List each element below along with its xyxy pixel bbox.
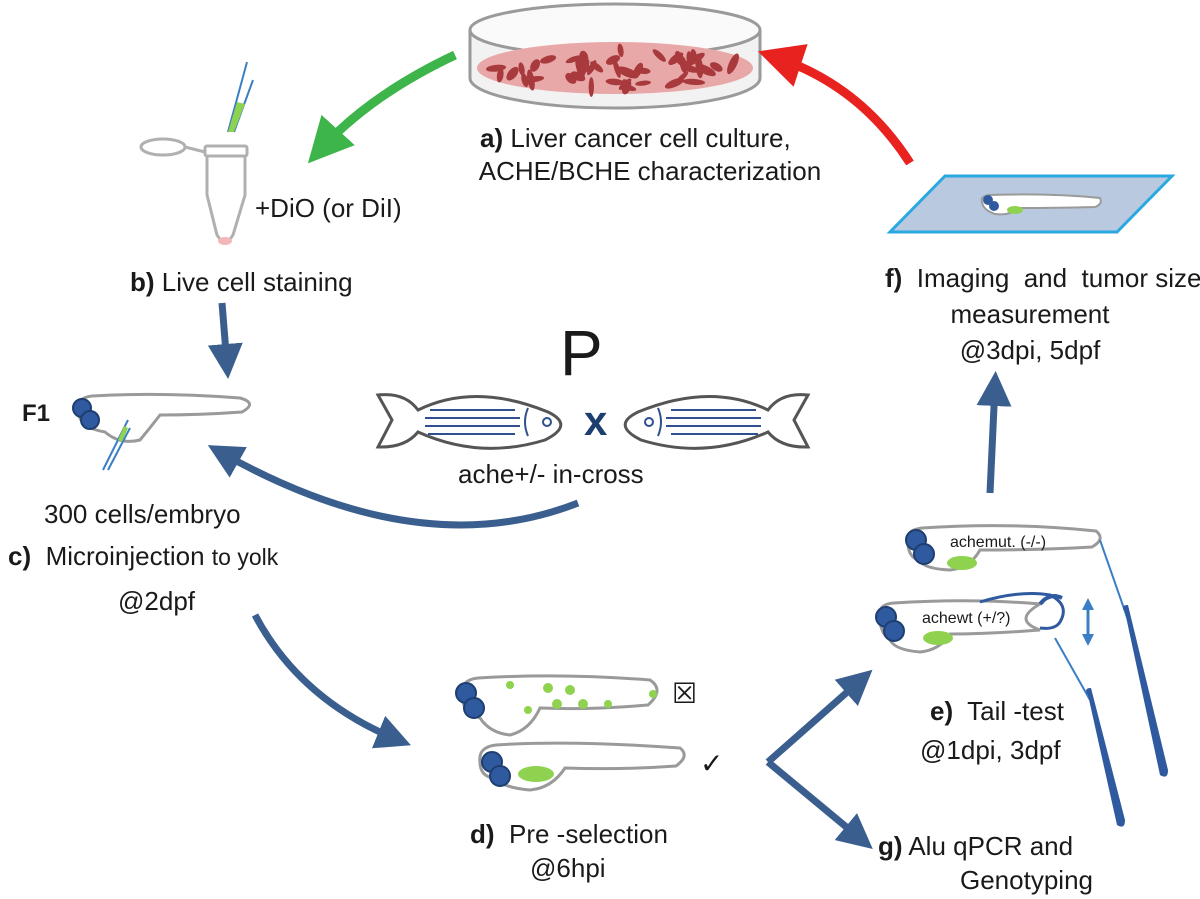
pipette-icon [227, 61, 254, 133]
cancer-cell [587, 60, 597, 76]
cancer-cell [496, 68, 504, 83]
f1-label: F1 [22, 400, 51, 427]
step-c-line1b: to yolk [211, 544, 279, 570]
embryo-rejected-icon [455, 674, 659, 737]
step-b-letter: b) [130, 267, 155, 297]
cancer-cell [526, 69, 535, 91]
reject-mark: ☒ [672, 678, 698, 709]
step-a-line2: ACHE/BCHE characterization [478, 156, 822, 186]
embryo-accepted-icon [478, 741, 686, 792]
cancer-cell [540, 55, 557, 64]
step-a-label: a) Liver cancer cell culture, [480, 122, 791, 154]
cancer-cell [635, 80, 651, 86]
cancer-cell [675, 71, 689, 84]
cancer-cell [565, 55, 582, 64]
step-d-line1: Pre -selection [509, 819, 668, 849]
step-c-line2: @2dpf [118, 586, 195, 616]
arrow-d-to-e [765, 669, 873, 765]
cancer-cell [506, 66, 519, 81]
cancer-cell [695, 63, 716, 77]
arrow-d-to-g [765, 759, 873, 849]
cancer-cell [710, 62, 723, 72]
step-f-label: f) Imaging and tumor size [885, 262, 1200, 294]
cancer-cell [652, 49, 666, 62]
probe-needle-icon-2 [1054, 637, 1125, 827]
step-g-label: g) Alu qPCR and [878, 830, 1073, 862]
step-g-line1: Alu qPCR and [908, 831, 1074, 861]
step-a-line1: Liver cancer cell culture, [510, 123, 791, 153]
wildtype-label: achewt (+/?) [922, 610, 1011, 627]
embryo-wildtype-icon [875, 592, 1065, 654]
mutant-label: achemut. (-/-) [950, 534, 1047, 551]
step-e-line2: @1dpi, 3dpf [920, 735, 1061, 765]
f1-embryo-icon [72, 392, 251, 471]
probe-needle-icon [1099, 539, 1168, 777]
step-d-line2: @6hpi [530, 853, 606, 883]
arrow-p-to-f1 [207, 445, 580, 529]
stain-label: +DiO (or DiI) [255, 193, 402, 223]
accept-mark: ✓ [700, 748, 724, 779]
step-g-letter: g) [878, 831, 903, 861]
cancer-cell [576, 59, 590, 81]
petri-dish-icon [468, 2, 762, 110]
step-g-line2: Genotyping [960, 865, 1093, 895]
embryo-mutant-icon [905, 524, 1102, 572]
step-d-letter: d) [470, 819, 495, 849]
arrow-c-to-d [251, 613, 411, 749]
step-b-label: b) Live cell staining [130, 266, 353, 298]
step-c-line1: Microinjection [45, 541, 205, 571]
step-c-cells: 300 cells/embryo [44, 499, 241, 529]
cancer-cell [605, 78, 624, 86]
cross-mark: x [584, 397, 608, 444]
cancer-cell [485, 64, 507, 72]
cancer-cells [485, 43, 739, 97]
step-a-letter: a) [480, 123, 504, 153]
step-b-text: Live cell staining [161, 267, 353, 297]
cancer-cell [617, 43, 624, 58]
cancer-cell [518, 62, 525, 76]
step-e-label: e) Tail -test [930, 695, 1064, 727]
step-f-line1: Imaging and tumor size [916, 263, 1200, 293]
cancer-cell [636, 67, 651, 75]
cancer-cell [530, 59, 541, 72]
step-f-line3: @3dpi, 5dpf [959, 335, 1101, 365]
step-c-letter: c) [8, 541, 32, 571]
parents-label: P [560, 317, 603, 389]
eppendorf-tube-icon [139, 137, 249, 245]
cross-caption: ache+/- in-cross [458, 459, 644, 489]
step-c-label: c) Microinjection to yolk [8, 540, 278, 573]
cancer-cell [621, 79, 632, 95]
arrow-e-to-f [976, 371, 1012, 494]
step-f-line2: measurement [950, 299, 1110, 329]
cancer-cell [588, 77, 594, 97]
imaging-slide-icon [886, 174, 1176, 234]
step-d-label: d) Pre -selection [470, 818, 668, 850]
step-f-letter: f) [885, 263, 903, 293]
fish-left-icon [375, 393, 563, 450]
arrow-f-to-a [757, 44, 914, 166]
step-e-letter: e) [930, 696, 954, 726]
cancer-cell [686, 51, 693, 65]
cancer-cell [727, 53, 739, 75]
arrow-a-to-b [307, 50, 457, 164]
cancer-cell [668, 52, 684, 66]
cancer-cell [682, 78, 706, 85]
step-e-line1: Tail -test [967, 696, 1064, 726]
arrow-b-to-c [207, 302, 243, 379]
cancer-cell [521, 73, 529, 88]
cancer-cell [613, 59, 621, 78]
fish-right-icon [623, 393, 811, 450]
